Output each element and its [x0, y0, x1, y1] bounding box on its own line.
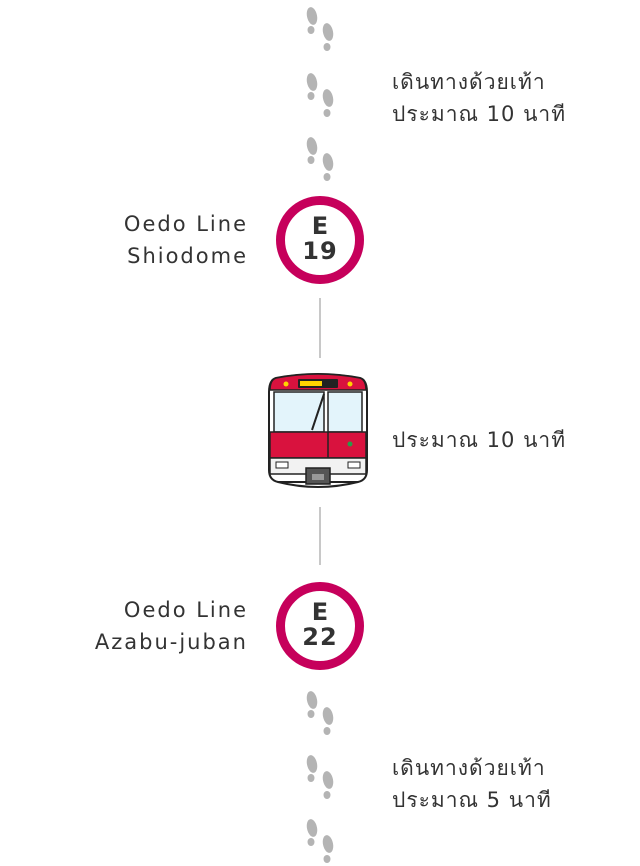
route-connector [319, 298, 321, 358]
station-number: 22 [302, 623, 338, 651]
footsteps-icon [300, 814, 340, 864]
line-name: Oedo Line [123, 212, 248, 236]
station-label-end: Oedo Line Azabu-juban [95, 594, 248, 658]
line-code: E [311, 598, 329, 626]
ride-duration: ประมาณ 10 นาที [392, 424, 566, 456]
footsteps-icon [300, 68, 340, 118]
line-code: E [311, 212, 329, 240]
station-name: Azabu-juban [94, 630, 248, 654]
footsteps-icon [300, 686, 340, 736]
station-badge-end: E 22 [276, 582, 364, 670]
train-icon [266, 370, 370, 496]
walk-time: ประมาณ 5 นาที [392, 788, 552, 812]
walk-time: ประมาณ 10 นาที [392, 102, 567, 126]
footsteps-icon [300, 2, 340, 52]
station-number: 19 [302, 237, 338, 265]
station-label-start: Oedo Line Shiodome [124, 208, 248, 272]
station-badge-start: E 19 [276, 196, 364, 284]
walk-duration-bottom: เดินทางด้วยเท้า ประมาณ 5 นาที [392, 752, 552, 816]
station-name: Shiodome [127, 244, 248, 268]
walk-label: เดินทางด้วยเท้า [392, 756, 546, 780]
ride-time: ประมาณ 10 นาที [392, 428, 567, 452]
line-name: Oedo Line [123, 598, 248, 622]
footsteps-icon [300, 132, 340, 182]
route-connector [319, 507, 321, 565]
walk-label: เดินทางด้วยเท้า [392, 70, 546, 94]
footsteps-icon [300, 750, 340, 800]
walk-duration-top: เดินทางด้วยเท้า ประมาณ 10 นาที [392, 66, 566, 130]
